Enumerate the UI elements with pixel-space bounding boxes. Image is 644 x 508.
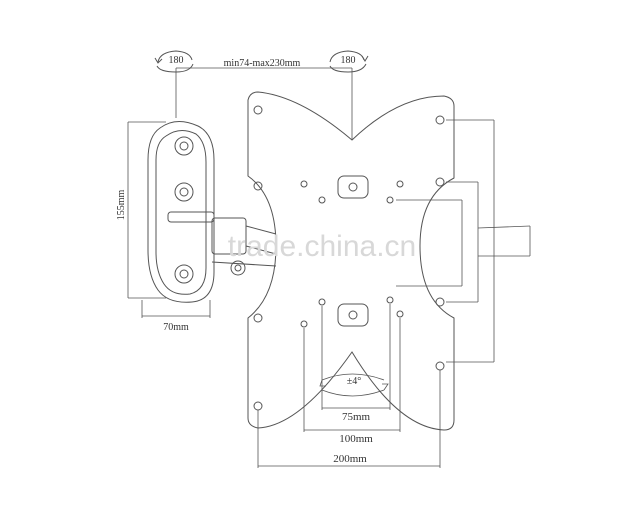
dim-200: 200mm [257, 370, 441, 468]
height-label: 155mm [116, 190, 127, 221]
tv-bracket-plate [247, 91, 455, 431]
vesa-guide-lines [396, 119, 531, 363]
tilt-indicator: ±4° [319, 373, 389, 397]
dim-75: 75mm [321, 304, 391, 423]
dim-75-label: 75mm [342, 411, 371, 423]
wall-plate [147, 121, 215, 303]
extension-dimension: min74-max230mm [175, 58, 353, 140]
rotate-left-label: 180 [169, 55, 184, 66]
height-dimension: 155mm [116, 121, 166, 299]
swing-arm [167, 211, 277, 276]
rotate-right-label: 180 [341, 55, 356, 66]
dim-200-label: 200mm [333, 453, 367, 465]
tilt-label: ±4° [347, 376, 362, 387]
dim-100: 100mm [303, 318, 401, 445]
watermark: trade.china.cn [228, 230, 416, 263]
width-dimension: 70mm [141, 300, 211, 333]
extension-label: min74-max230mm [224, 58, 301, 69]
center-slots [337, 175, 369, 327]
width-label: 70mm [163, 322, 189, 333]
rotate-right-indicator: 180 [329, 50, 369, 73]
dim-100-label: 100mm [339, 433, 373, 445]
